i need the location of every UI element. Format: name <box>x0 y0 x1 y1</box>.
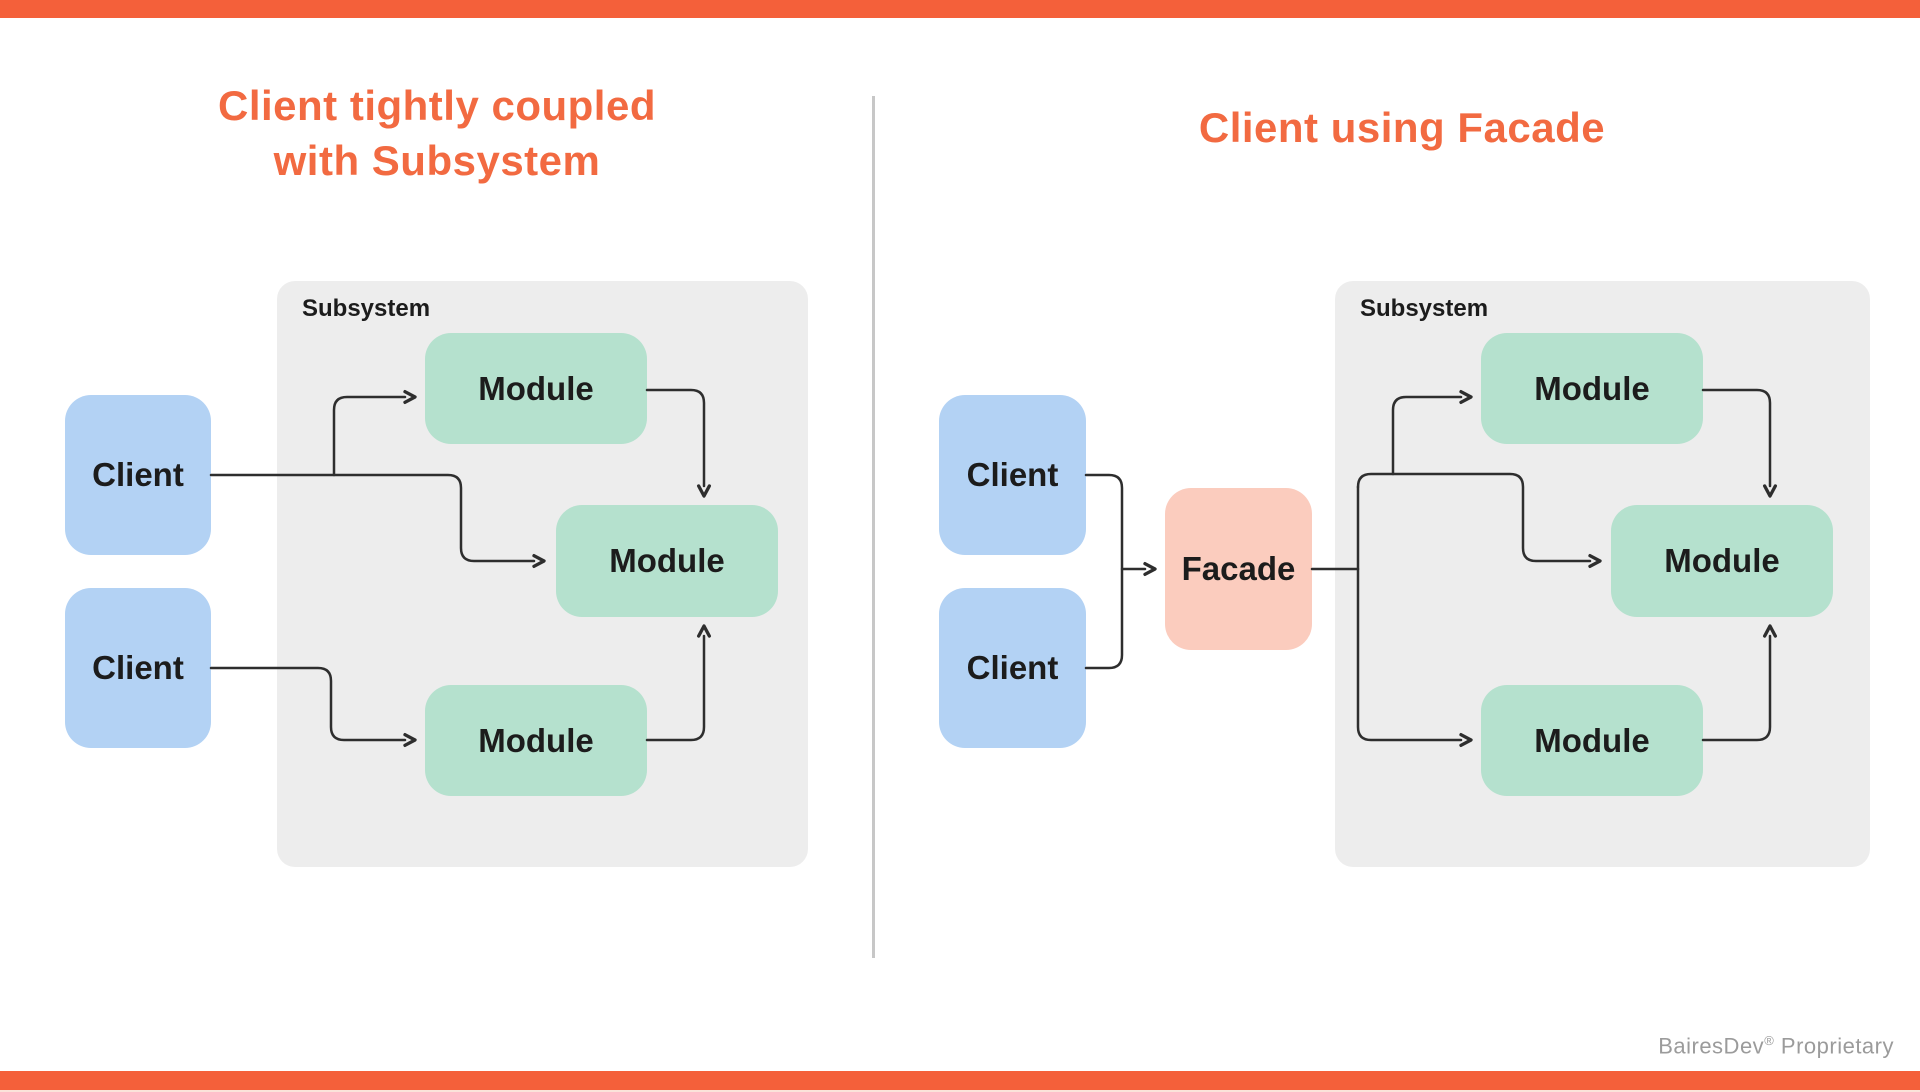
right-module-mid-label: Module <box>1664 542 1780 579</box>
right-client-1-label: Client <box>966 456 1059 493</box>
left-client-1-label: Client <box>92 456 184 493</box>
top-accent-bar <box>0 0 1920 18</box>
right-module-bottom-label: Module <box>1534 721 1650 759</box>
right-panel-title: Client using Facade <box>1102 100 1702 155</box>
vertical-divider <box>872 96 875 958</box>
left-subsystem-label: Subsystem <box>302 295 431 322</box>
left-module-top-box: Module <box>425 333 647 444</box>
left-module-top-label: Module <box>478 369 594 407</box>
right-client-2-box: Client <box>939 588 1086 748</box>
left-module-bottom-box: Module <box>425 685 647 796</box>
facade-box: Facade <box>1165 488 1312 650</box>
right-client-2-label: Client <box>966 649 1059 686</box>
facade-label: Facade <box>1181 550 1296 587</box>
right-module-mid-box: Module <box>1611 505 1833 617</box>
registered-trademark-icon: ® <box>1764 1033 1775 1048</box>
bottom-edge-strip <box>0 1090 1920 1092</box>
right-module-bottom-box: Module <box>1481 685 1703 796</box>
bottom-accent-bar <box>0 1071 1920 1090</box>
left-title-line2: with Subsystem <box>273 137 601 184</box>
right-title-line1: Client using Facade <box>1198 104 1606 151</box>
line-right-clients-bracket <box>1084 473 1124 670</box>
left-panel-title: Client tightly coupled with Subsystem <box>137 78 737 188</box>
left-module-mid-label: Module <box>609 542 725 579</box>
left-module-bottom-label: Module <box>478 721 594 759</box>
right-client-1-box: Client <box>939 395 1086 555</box>
footer-proprietary-note: BairesDev® Proprietary <box>1658 1033 1894 1059</box>
right-subsystem-label: Subsystem <box>1360 295 1489 322</box>
left-client-1-box: Client <box>65 395 211 555</box>
left-module-mid-box: Module <box>556 505 778 617</box>
left-client-2-label: Client <box>92 649 184 686</box>
left-title-line1: Client tightly coupled <box>218 82 656 129</box>
right-module-top-label: Module <box>1534 369 1650 407</box>
footer-brand: BairesDev <box>1658 1033 1765 1059</box>
right-module-top-box: Module <box>1481 333 1703 444</box>
footer-rest: Proprietary <box>1774 1033 1894 1059</box>
left-client-2-box: Client <box>65 588 211 748</box>
